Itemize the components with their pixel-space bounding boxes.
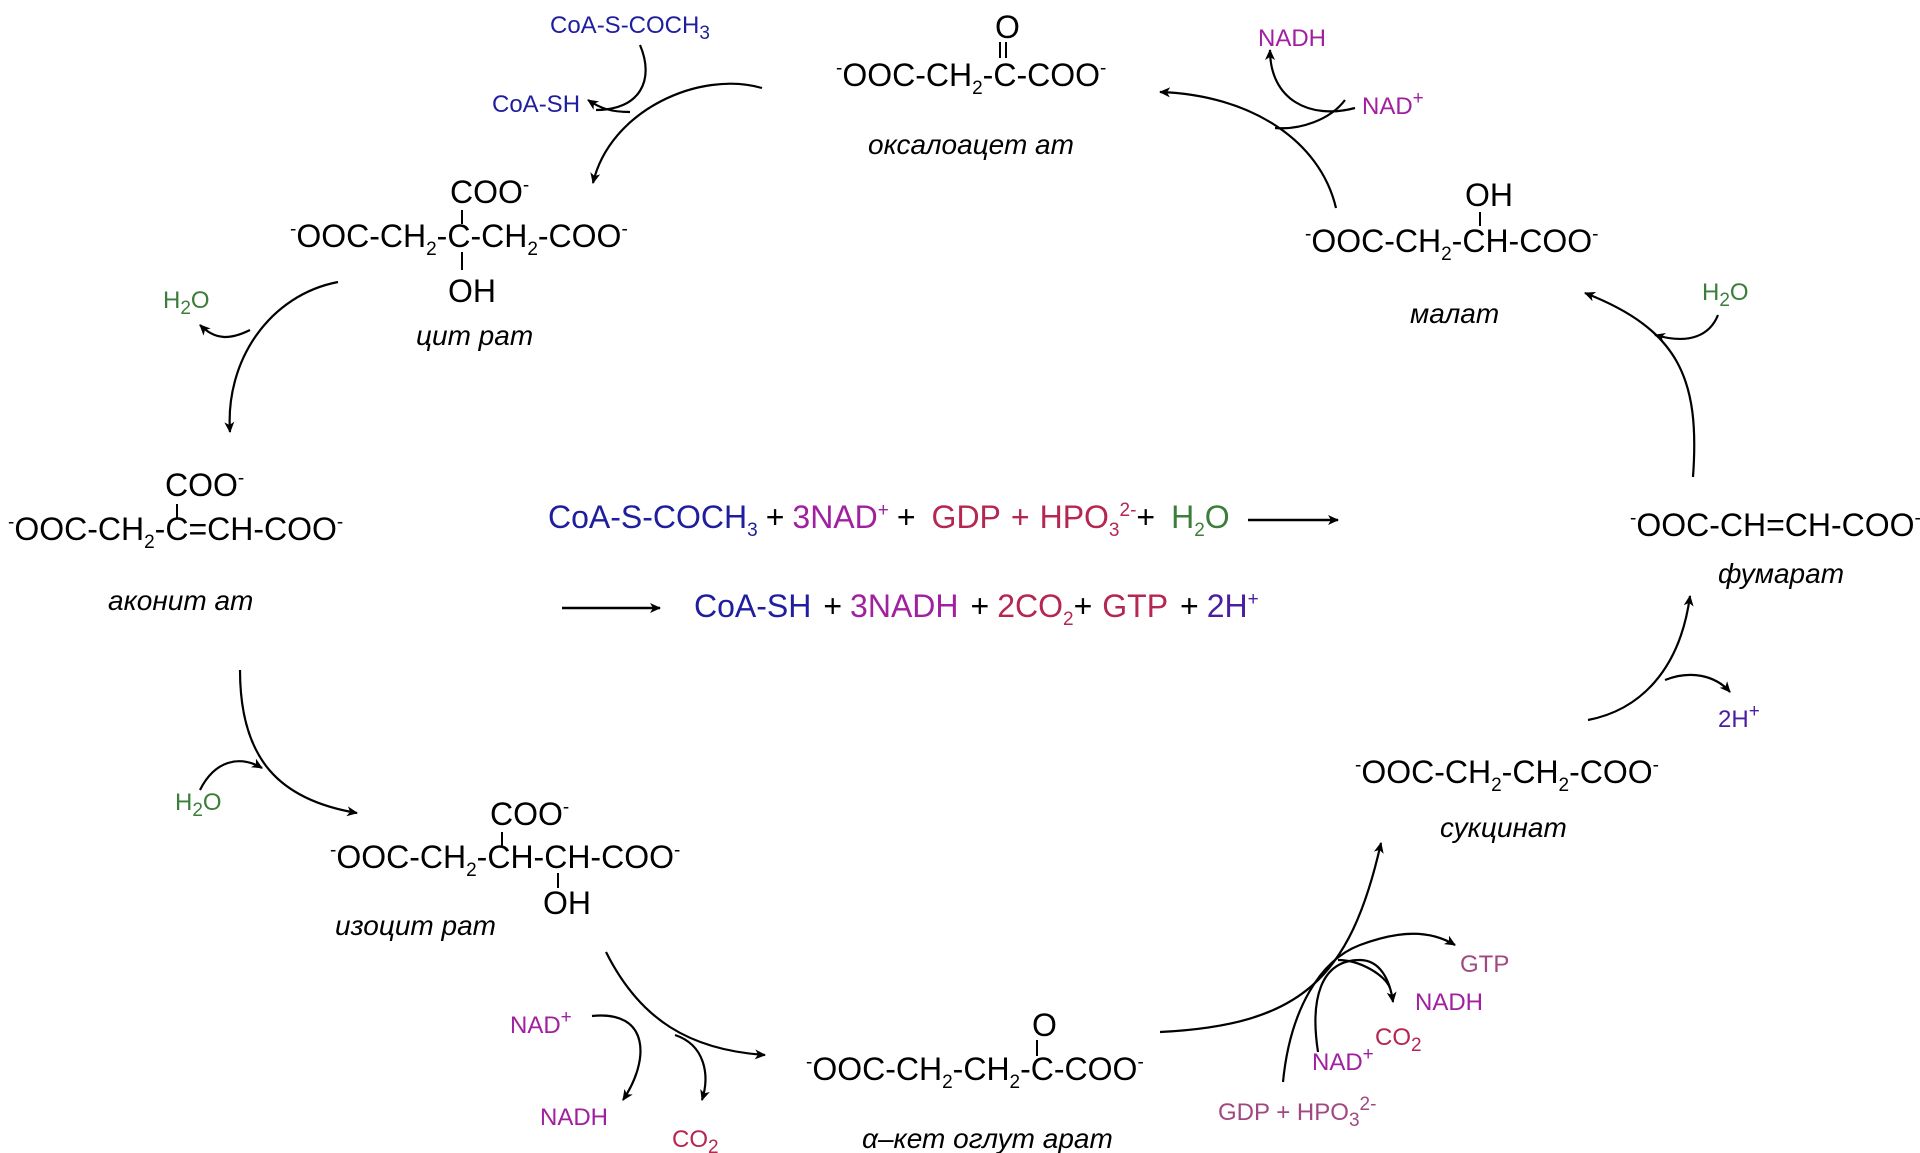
reagent-nadh-akg: NADH <box>1415 989 1483 1016</box>
arrow-aconitate-to-isocitrate <box>238 669 358 817</box>
reagent-nadh-isocitrate: NADH <box>540 1104 608 1131</box>
isocitrate-formula: -OOC-CH2-CH-CH-COO- <box>330 839 680 881</box>
aconitate-formula: -OOC-CH2-C=CH-COO- <box>8 511 343 553</box>
succinate-name: сукцинат <box>1440 812 1567 843</box>
compound-isocitrate: COO- -OOC-CH2-CH-CH-COO- OH изоцит рат <box>330 796 680 941</box>
isocitrate-top-group: COO- <box>490 796 569 832</box>
compound-alpha-ketoglutarate: O -OOC-CH2-CH2-C-COO- α–кет оглут арат <box>806 1007 1144 1153</box>
arrow-water-in-fumarate <box>1654 314 1720 343</box>
arrow-nad-in-malate <box>1274 99 1346 130</box>
fumarate-name: фумарат <box>1718 558 1844 589</box>
arrow-malate-to-oxaloacetate <box>1159 87 1338 209</box>
arrow-succinate-to-fumarate <box>1587 595 1694 722</box>
arrow-co2-out <box>674 1033 710 1101</box>
arrow-gdp-in-gtp-out <box>1281 932 1456 1083</box>
citrate-name: цит рат <box>416 320 533 351</box>
overall-equation: CoA-S-COCH3+3NAD++GDP+HPO32-+H2O CoA-SH+… <box>548 499 1339 630</box>
aconitate-name: аконит ат <box>108 585 253 616</box>
arrow-isocitrate-to-alpha-kg <box>605 951 766 1060</box>
reagent-protons: 2H+ <box>1718 701 1760 733</box>
reagent-water-fumarate: H2O <box>1702 279 1749 311</box>
compound-malate: OH -OOC-CH2-CH-COO- малат <box>1305 177 1598 329</box>
alpha-ketoglutarate-name: α–кет оглут арат <box>862 1123 1113 1153</box>
arrow-citrate-to-aconitate <box>224 280 339 433</box>
isocitrate-name: изоцит рат <box>335 910 496 941</box>
side-arrows <box>199 44 1731 1101</box>
arrow-nadh-branch <box>1337 958 1392 989</box>
equation-line-2: CoA-SH+3NADH+2CO2+GTP+2H+ <box>694 588 1259 630</box>
reagent-labels: CoA-S-COCH3 CoA-SH H2O H2O NAD+ NADH CO2… <box>163 12 1760 1153</box>
reagent-gtp: GTP <box>1460 951 1509 978</box>
reagent-nad-isocitrate: NAD+ <box>510 1007 572 1039</box>
reagent-gdp-phosphate: GDP + HPO32- <box>1218 1094 1376 1131</box>
citrate-bottom-group: OH <box>448 273 496 309</box>
reagent-water-citrate: H2O <box>163 287 210 319</box>
reagent-nad-malate: NAD+ <box>1362 88 1424 120</box>
arrow-acetyl-coa-in <box>595 44 647 112</box>
arrow-oxaloacetate-to-citrate <box>590 82 763 184</box>
malate-top-group: OH <box>1465 177 1513 213</box>
oxaloacetate-formula: -OOC-CH2-C-COO- <box>836 57 1106 99</box>
alpha-ketoglutarate-formula: -OOC-CH2-CH2-C-COO- <box>806 1051 1144 1093</box>
reagent-nadh-malate: NADH <box>1258 25 1326 52</box>
arrow-nad-in-nadh-out <box>1314 958 1397 1053</box>
fumarate-formula: -OOC-CH=CH-COO- <box>1630 507 1920 543</box>
arrow-nadh-out-malate <box>1265 49 1356 113</box>
arrow-water-out <box>199 324 251 338</box>
equation-line-1: CoA-S-COCH3+3NAD++GDP+HPO32-+H2O <box>548 499 1230 541</box>
arrow-alpha-kg-to-succinate <box>1159 842 1384 1034</box>
reagent-acetyl-coa: CoA-S-COCH3 <box>550 12 710 44</box>
reagent-co2-akg: CO2 <box>1375 1024 1422 1056</box>
oxaloacetate-name: оксалоацет ат <box>868 129 1074 160</box>
malate-formula: -OOC-CH2-CH-COO- <box>1305 223 1598 265</box>
reagent-coa-sh: CoA-SH <box>492 91 580 118</box>
isocitrate-bottom-group: OH <box>543 885 591 921</box>
arrow-nadh-out <box>591 1014 642 1101</box>
compound-aconitate: COO- -OOC-CH2-C=CH-COO- аконит ат <box>8 467 343 616</box>
citrate-formula: -OOC-CH2-C-CH2-COO- <box>290 218 628 260</box>
aconitate-top-group: COO- <box>165 467 244 503</box>
reagent-nad-akg: NAD+ <box>1312 1044 1374 1076</box>
cycle-arrows <box>224 82 1696 1060</box>
compound-fumarate: -OOC-CH=CH-COO- фумарат <box>1630 507 1920 589</box>
compound-succinate: -OOC-CH2-CH2-COO- сукцинат <box>1355 754 1659 843</box>
compound-oxaloacetate: O -OOC-CH2-C-COO- оксалоацет ат <box>836 9 1106 160</box>
carbonyl-oxygen: O <box>1032 1007 1057 1043</box>
arrow-proton-out <box>1664 673 1731 693</box>
compound-citrate: COO- -OOC-CH2-C-CH2-COO- OH цит рат <box>290 174 628 351</box>
malate-name: малат <box>1410 298 1499 329</box>
arrow-fumarate-to-malate <box>1584 291 1696 478</box>
succinate-formula: -OOC-CH2-CH2-COO- <box>1355 754 1659 796</box>
arrow-water-in <box>199 758 263 791</box>
carbonyl-oxygen: O <box>995 9 1020 45</box>
citrate-top-group: COO- <box>450 174 529 210</box>
reagent-co2-isocitrate: CO2 <box>672 1126 719 1153</box>
reagent-water-aconitate: H2O <box>175 789 222 821</box>
arrow-coa-sh-out <box>587 99 631 114</box>
